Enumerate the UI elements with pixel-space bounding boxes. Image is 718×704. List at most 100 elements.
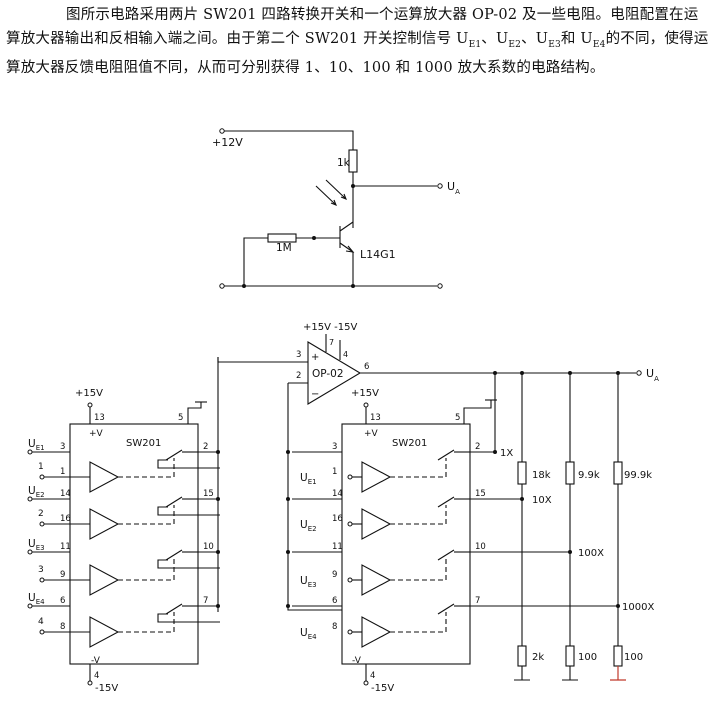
caption-text: 、U [481,30,509,47]
switch-control-link [390,505,447,525]
signal-input-label: 2 [38,509,44,519]
chip-input-pin-number: 9 [332,570,337,580]
chip-pin-4: 4 [370,671,375,681]
caption-text: 、U [521,30,549,47]
gain-label: 10X [532,495,552,506]
junction-dot [520,371,524,375]
switch-blade [165,603,183,615]
switch-control-link [390,558,447,581]
chip-output-pin-number: 15 [203,489,214,499]
switch-blade [437,496,455,508]
caption-sub: E4 [592,39,606,50]
sw201-left: +15V 13 +V 5 -V 4 -15V SW201 231UE111514… [27,357,220,694]
opamp-pin-6: 6 [364,362,369,372]
junction-dot [216,550,220,554]
ground-terminal [437,283,443,289]
junction-dot [242,284,246,288]
opamp-pin-3: 3 [296,350,301,360]
chip-vplus-terminal [87,402,93,408]
base-return-wire [243,237,268,286]
chip-name: SW201 [126,438,161,449]
inverting-bus-wire [287,383,342,611]
ground-symbol [514,666,530,681]
opamp-supply-pins [325,334,341,360]
chip-pin-13: 13 [370,413,381,423]
chip-ctrl-pin-number: 6 [60,596,65,606]
noninverting-wire [217,357,308,363]
buffer-triangle [89,508,120,540]
chip-pin-5: 5 [178,413,183,423]
switch-control-link [118,505,175,525]
switch-bus-wire [157,459,220,469]
switch-blade [165,449,183,461]
chip-input-pin-number: 8 [60,622,65,632]
opamp-pin-7: 7 [329,338,334,347]
buffer-triangle [361,564,392,596]
caption-sub: E3 [548,39,561,50]
chip-vplus-terminal [363,402,369,408]
opamp: OP-02 +15V -15V 7 4 + − 3 2 6 UA [217,322,659,405]
signal-terminal [39,521,45,527]
signal-terminal [39,474,45,480]
resistor-99.9k-label: 99.9k [624,470,652,481]
switch-blade [437,603,455,615]
resistor-18k [517,461,527,485]
junction-dot [568,371,572,375]
control-terminal [27,496,33,502]
resistor-2k-label: 2k [532,652,544,663]
switch-bus-wire [157,613,220,623]
chip-output-pin-number: 2 [203,442,208,452]
control-terminal [347,521,353,527]
chip-vminus-label: -15V [95,683,118,694]
chip-output-pin-number: 7 [203,596,208,606]
chip-vplus-text: +V [364,429,379,439]
chip-ctrl-pin-number: 11 [332,542,343,552]
junction-dot [312,236,316,240]
chip-output-pin-number: 2 [475,442,480,452]
junction-dot [351,284,355,288]
light-arrow [315,185,337,206]
chip-ctrl-pin-number: 14 [60,489,71,499]
resistor-100-b [613,645,623,667]
signal-terminal [39,629,45,635]
chip-vminus-terminal [87,680,93,686]
junction-dot [616,371,620,375]
resistor-100-a-label: 100 [578,652,597,663]
chip-output-pin-number: 15 [475,489,486,499]
switch-control-link [118,612,175,633]
resistor-100-b-label: 100 [624,652,643,663]
control-terminal [27,603,33,609]
chip-ctrl-pin-number: 11 [60,542,71,552]
sw201-right: +15V 13 +V 5 -V 4 -15V SW201 231UE11X151… [286,371,654,694]
caption-text: 和 U [560,30,593,47]
junction-dot [493,450,497,454]
chip-vminus-text: -V [352,656,362,666]
opamp-triangle [307,341,362,405]
control-signal-label: UE4 [300,627,317,641]
chip-vminus-terminal [363,680,369,686]
buffer-triangle [89,461,120,493]
buffer-triangle [89,616,120,648]
resistor-9.9k [565,461,575,485]
junction-dot [216,497,220,501]
resistor-99.9k [613,461,623,485]
ground-terminal [219,283,225,289]
switch-blade [165,549,183,561]
control-signal-label: UE4 [28,592,45,606]
caption-paragraph: 图所示电路采用两片 SW201 四路转换开关和一个运算放大器 OP-02 及一些… [6,4,712,80]
phototransistor-circuit: +12V 1k UA L14G1 1M [212,128,460,289]
control-signal-label: UE2 [28,485,45,499]
opamp-minus: − [311,389,319,400]
control-signal-label: UE2 [300,519,317,533]
switch-control-link [118,558,175,581]
control-terminal [347,474,353,480]
signal-input-label: 1 [38,462,44,472]
chip-vplus-label: +15V [75,388,103,399]
junction-dot [286,450,290,454]
switch-control-link [118,458,175,478]
junction-dot [216,604,220,608]
chip-input-pin-number: 9 [60,570,65,580]
control-signal-label: UE3 [300,575,317,589]
transistor-label: L14G1 [360,248,396,261]
chip-output-pin-number: 7 [475,596,480,606]
